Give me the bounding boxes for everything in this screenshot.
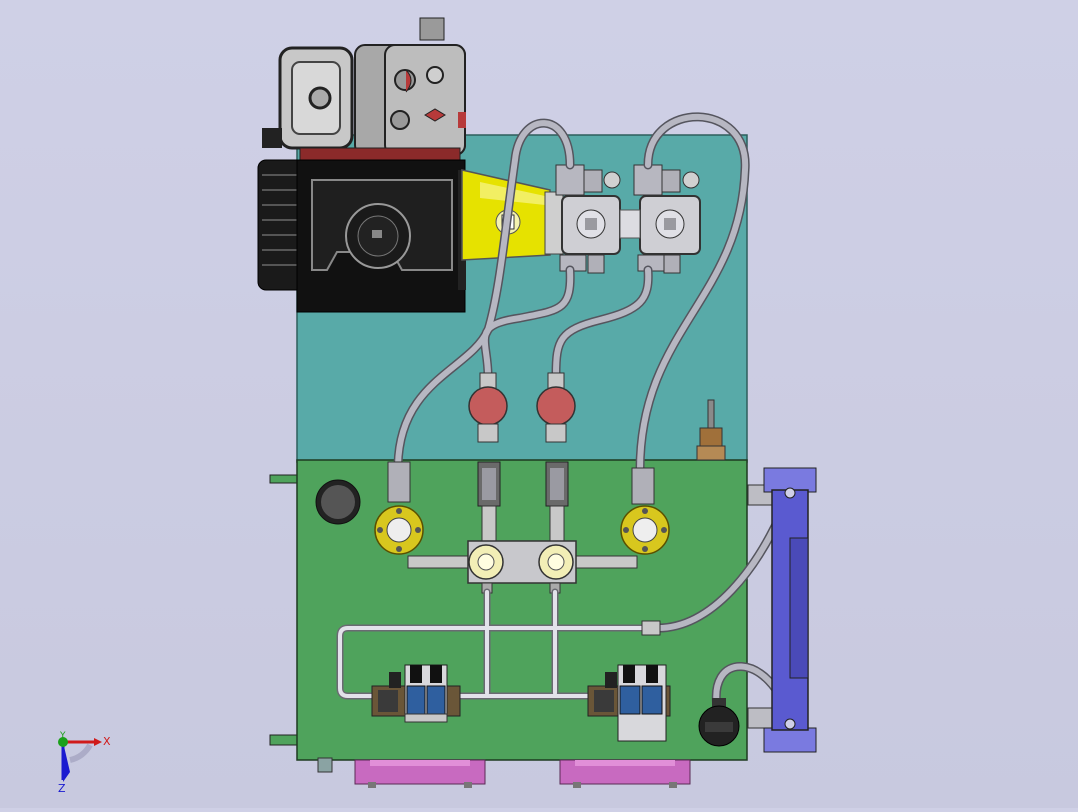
solenoid-valve-stack-left[interactable] xyxy=(371,664,461,723)
z-axis-label: Z xyxy=(58,782,66,795)
pump-shaft xyxy=(619,209,641,239)
solenoid-valve-stack-right[interactable] xyxy=(587,664,671,742)
pressure-gauge-valve-1[interactable] xyxy=(468,372,508,443)
x-axis-label: X xyxy=(103,735,111,748)
suction-flange-right[interactable] xyxy=(620,467,670,555)
coordinate-triad[interactable]: X Y Z xyxy=(58,731,111,795)
base-flange-right xyxy=(559,759,691,788)
manifold-block[interactable] xyxy=(407,540,638,594)
return-fitting xyxy=(641,620,661,636)
gear-pump-2[interactable] xyxy=(633,164,701,274)
suction-flange-left[interactable] xyxy=(374,461,424,555)
hoses xyxy=(393,112,750,475)
pressure-gauge-valve-2[interactable] xyxy=(536,372,576,443)
gear-pump-1[interactable] xyxy=(555,164,621,274)
drain-cap[interactable] xyxy=(698,698,740,747)
breather-cap[interactable] xyxy=(315,479,361,525)
y-axis-label: Y xyxy=(59,731,66,741)
oil-cooler[interactable] xyxy=(747,467,817,753)
engine[interactable] xyxy=(278,17,466,165)
level-indicator[interactable] xyxy=(696,399,726,461)
base-flange-left xyxy=(354,759,486,788)
electric-motor[interactable] xyxy=(257,128,466,313)
